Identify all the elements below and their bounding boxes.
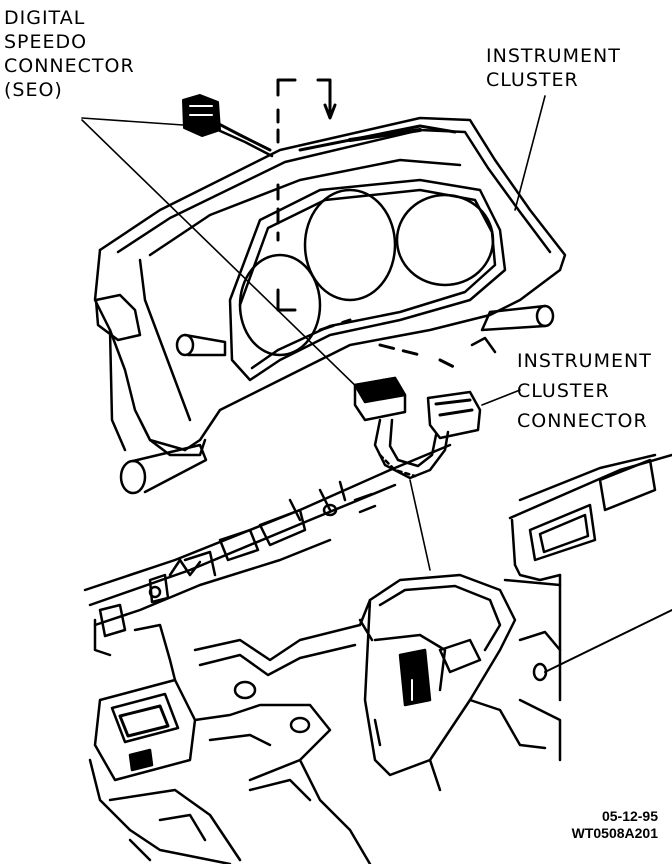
cluster-connector-label: INSTRUMENT CLUSTER CONNECTOR <box>517 346 652 436</box>
label-line: SPEEDO <box>4 31 88 53</box>
dashboard-frame <box>83 443 452 657</box>
cluster-connector <box>318 318 482 480</box>
label-line: (SEO) <box>4 79 63 101</box>
tachometer-gauge <box>395 193 495 287</box>
left-gauge <box>238 253 322 357</box>
gauge-bezel <box>228 178 507 382</box>
label-line: INSTRUMENT <box>517 350 652 372</box>
figure-reference: 05-12-95 WT0508A201 <box>572 808 658 842</box>
seo-connector <box>182 94 274 158</box>
label-line: CONNECTOR <box>4 55 135 77</box>
figure-date: 05-12-95 <box>601 808 658 824</box>
lower-left-console <box>88 598 372 864</box>
view-bracket <box>276 78 337 312</box>
figure-code: WT0508A201 <box>571 825 658 841</box>
leader-lines <box>81 95 546 571</box>
label-line: CLUSTER <box>517 380 610 402</box>
cluster-mounting-screws <box>94 293 555 495</box>
right-side-panel <box>503 453 672 762</box>
label-line: INSTRUMENT <box>486 45 621 67</box>
center-console-bracket <box>358 573 547 792</box>
label-line: CONNECTOR <box>517 410 648 432</box>
label-line: DIGITAL <box>4 7 86 29</box>
speedometer-gauge <box>303 188 397 302</box>
instrument-cluster-label: INSTRUMENT CLUSTER <box>486 44 621 92</box>
label-line: CLUSTER <box>486 69 579 91</box>
seo-connector-label: DIGITAL SPEEDO CONNECTOR (SEO) <box>4 6 135 102</box>
